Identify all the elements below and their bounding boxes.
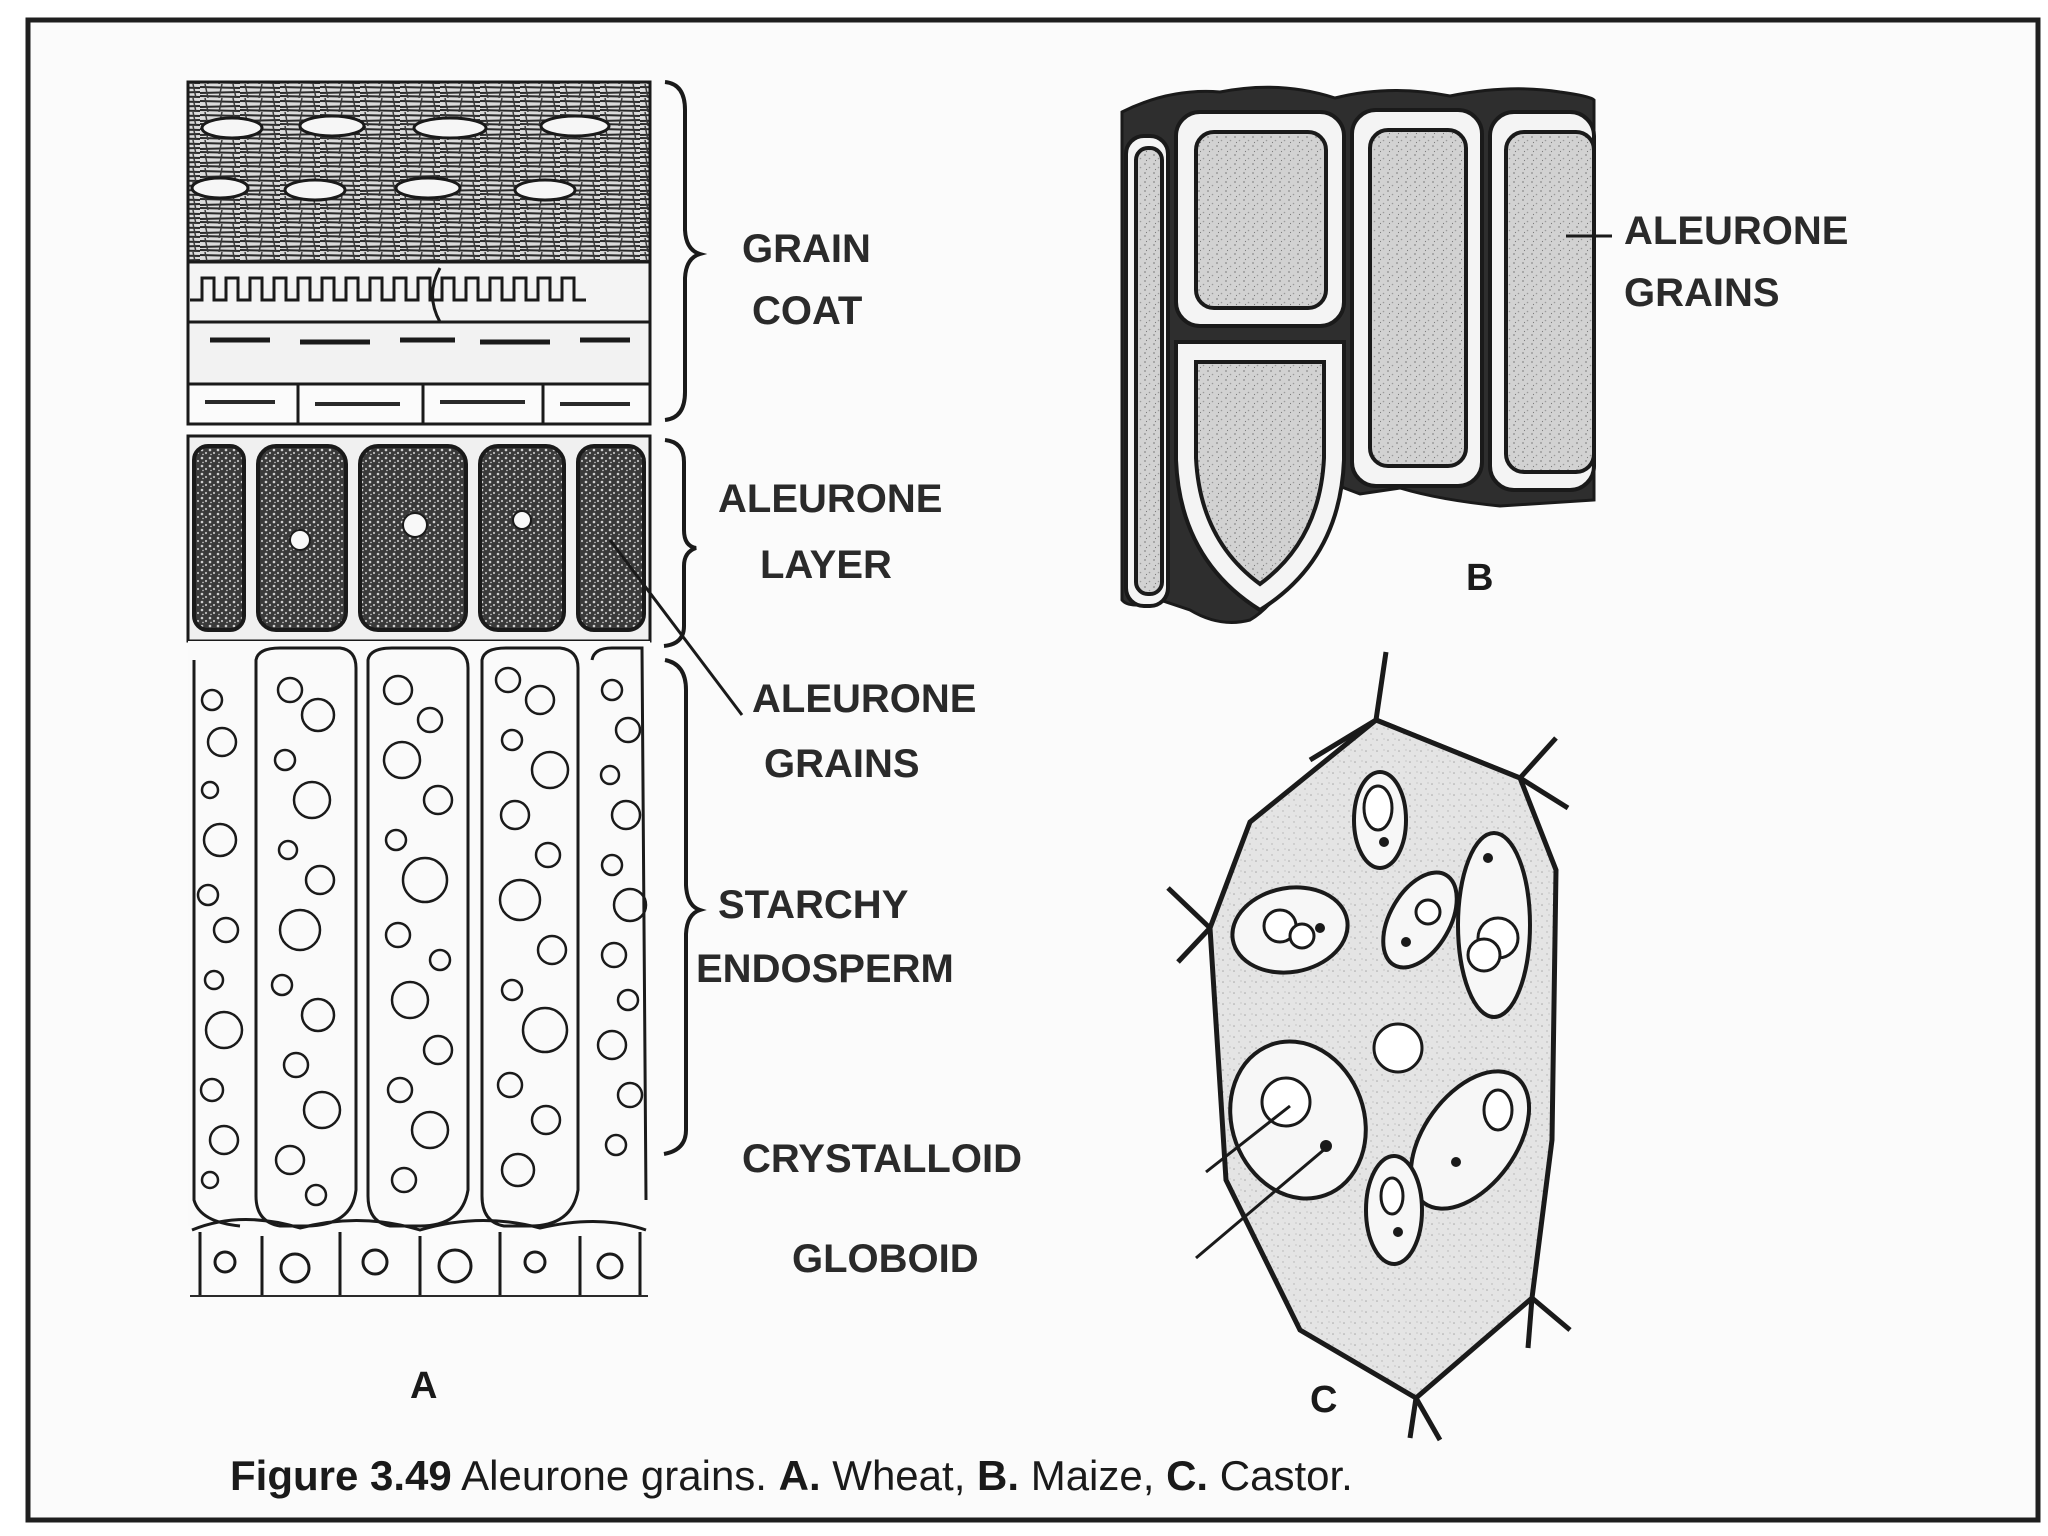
panel-c-castor-drawing [1166,651,1572,1442]
label-aleurone-grains-line2: GRAINS [764,742,920,786]
caption-figure-number: Figure 3.49 [230,1452,452,1499]
aleurone-layer-drawing [186,434,652,643]
label-starchy-endosperm-line1: STARCHY [718,883,909,927]
panel-a-letter: A [410,1365,437,1407]
label-grain-coat-line2: COAT [752,289,862,333]
panel-b-label-aleurone: ALEURONE [1624,209,1848,253]
panel-b-letter: B [1466,557,1493,599]
panel-b-maize-drawing [1120,85,1612,624]
figure-caption: Figure 3.49 Aleurone grains. A. Wheat, B… [230,1452,1353,1499]
label-starchy-endosperm-line2: ENDOSPERM [696,947,954,991]
label-crystalloid: CRYSTALLOID [742,1137,1022,1181]
label-globoid: GLOBOID [792,1237,979,1281]
caption-b-text: Maize, [1019,1452,1166,1499]
label-aleurone-grains-line1: ALEURONE [752,677,976,721]
caption-a-text: Wheat, [821,1452,977,1499]
grain-coat-drawing [186,80,652,426]
panel-c-labels: C [1310,1379,1337,1421]
panel-a-labels: GRAIN COAT ALEURONE LAYER ALEURONE GRAIN… [410,227,1022,1407]
panel-c-letter: C [1310,1379,1337,1421]
panel-a-pointers [608,539,744,716]
caption-b-letter: B. [977,1452,1019,1499]
label-grain-coat-line1: GRAIN [742,227,871,271]
caption-c-text: Castor. [1208,1452,1353,1499]
panel-b-labels: ALEURONE GRAINS B [1466,209,1848,599]
starchy-endosperm-drawing [188,641,650,1297]
caption-a-letter: A. [779,1452,821,1499]
label-aleurone-layer-line2: LAYER [760,543,892,587]
caption-c-letter: C. [1166,1452,1208,1499]
panel-c-pointers [1195,1104,1327,1260]
label-aleurone-layer-line1: ALEURONE [718,477,942,521]
panel-b-label-grains: GRAINS [1624,271,1780,315]
panel-a-wheat-drawing [186,80,744,1297]
caption-title: Aleurone grains. [452,1452,779,1499]
